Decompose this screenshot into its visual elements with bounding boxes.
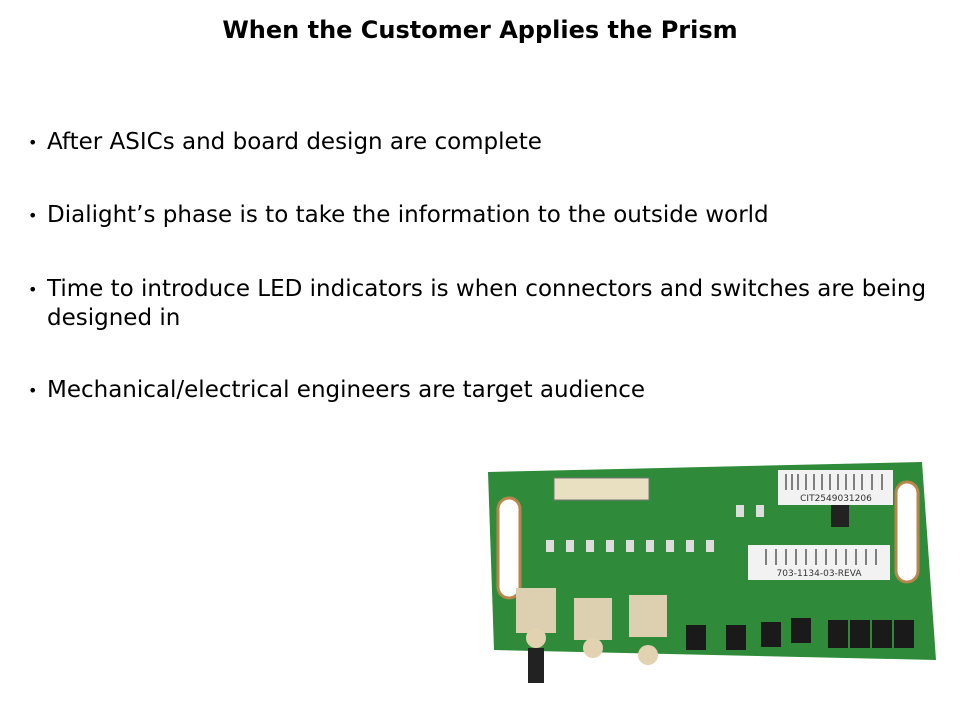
bullet-icon: • [28,206,38,225]
bullet-item: • Time to introduce LED indicators is wh… [28,275,948,333]
bullet-item: • Dialight’s phase is to take the inform… [28,201,948,230]
svg-text:CIT2549031206: CIT2549031206 [800,494,872,504]
bullet-icon: • [28,133,38,152]
pcb-photo: CIT2549031206 703-1134-03-REVA [488,462,936,683]
bullet-item: • After ASICs and board design are compl… [28,128,948,157]
bullet-text: Time to introduce LED indicators is when… [47,276,927,331]
bullet-item: • Mechanical/electrical engineers are ta… [28,376,948,405]
bullet-text: Mechanical/electrical engineers are targ… [47,377,646,403]
slide-title: When the Customer Applies the Prism [222,16,738,44]
bullet-text: Dialight’s phase is to take the informat… [47,202,769,228]
svg-text:703-1134-03-REVA: 703-1134-03-REVA [777,569,863,579]
bullet-icon: • [28,381,38,400]
bullet-text: After ASICs and board design are complet… [47,129,542,155]
bullet-icon: • [28,280,38,299]
